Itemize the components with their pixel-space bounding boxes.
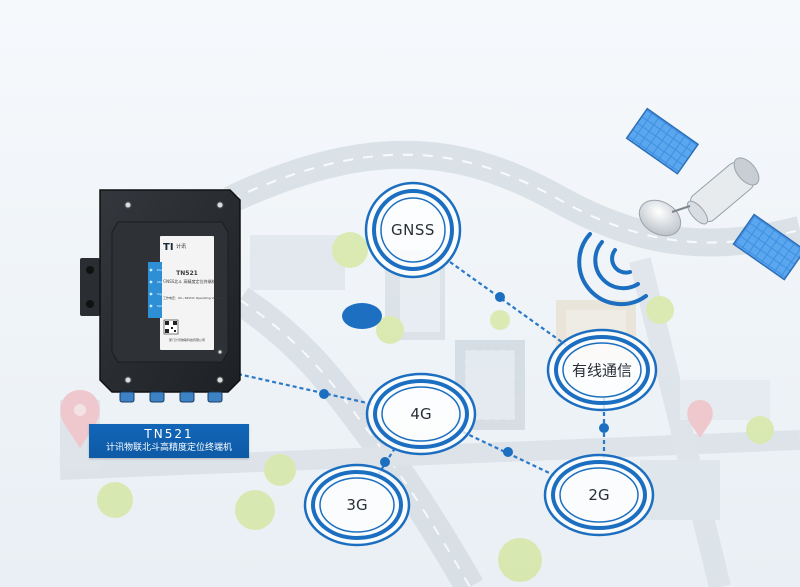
- node-wired-ring: [546, 328, 658, 412]
- led-label-satellite: Satellite: [157, 304, 170, 308]
- link-dots: [319, 292, 609, 467]
- led-label-status: Status: [157, 280, 167, 284]
- device-brand-text: 计讯: [176, 244, 187, 250]
- node-2g-ring: [543, 453, 655, 537]
- node-gnss-label: GNSS: [391, 221, 435, 239]
- satellite-icon: [625, 107, 800, 281]
- led-label-signal: Signal: [157, 292, 167, 296]
- led-label-power: Power: [157, 268, 167, 272]
- device-label-spec: 工作电压：9V~36VDC Operating Voltage: [163, 296, 223, 300]
- link-device-4g: [237, 372, 373, 406]
- link-gnss-wired: [449, 261, 567, 346]
- device-caption-model: TN521: [144, 427, 194, 441]
- node-2g-label: 2G: [588, 486, 610, 504]
- led-panel: [148, 262, 162, 318]
- device-label-company: 厦门计讯物联科技有限公司: [168, 338, 205, 342]
- tn521-device: TI: [80, 189, 241, 403]
- device-label-name: GNSS北斗 高精度定位终端机: [163, 279, 216, 284]
- device-label-model: TN521: [176, 270, 198, 277]
- location-dot: [342, 303, 382, 329]
- signal-waves-icon: [577, 232, 648, 307]
- node-4g-ring: [365, 372, 477, 456]
- node-rings: [303, 181, 658, 547]
- device-caption: TN521 计讯物联北斗高精度定位终端机: [89, 424, 249, 458]
- qr-code: [163, 319, 179, 335]
- node-wired-label: 有线通信: [571, 361, 633, 380]
- link-4g-2g: [462, 431, 561, 479]
- node-4g-label: 4G: [410, 405, 432, 423]
- node-gnss-ring: [364, 181, 462, 279]
- device-caption-description: 计讯物联北斗高精度定位终端机: [105, 443, 232, 453]
- mount-bracket-left: [80, 258, 100, 316]
- svg-text:TI: TI: [163, 242, 174, 253]
- node-3g-ring: [303, 463, 411, 547]
- node-3g-label: 3G: [346, 496, 368, 514]
